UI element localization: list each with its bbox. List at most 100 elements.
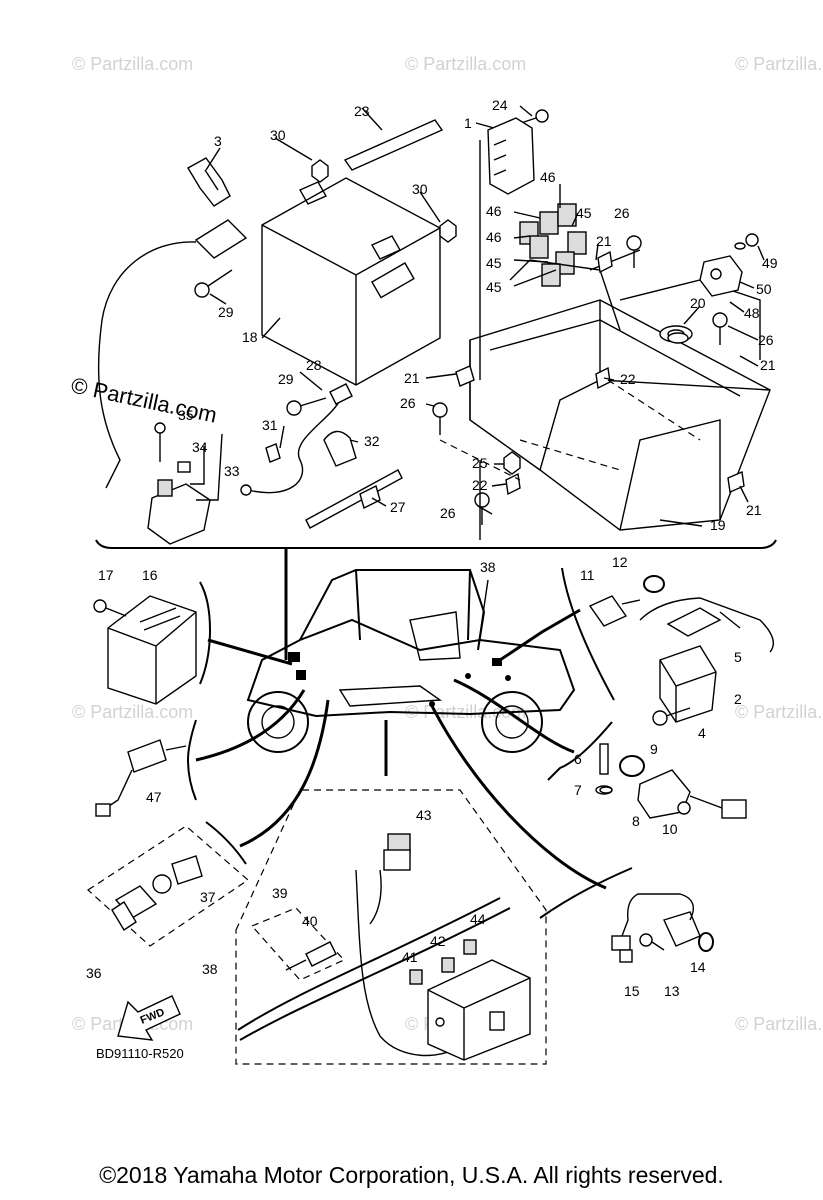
callout-38: 38 — [480, 559, 496, 575]
callout-24: 24 — [492, 97, 508, 113]
callout-leaders — [190, 105, 765, 527]
callout-42: 42 — [430, 933, 446, 949]
watermark: © Partzilla.com — [405, 702, 526, 722]
bracket-part-21b — [597, 250, 613, 274]
copyright-notice: ©2018 Yamaha Motor Corporation, U.S.A. A… — [99, 1162, 724, 1188]
bolt-part-26 — [432, 235, 728, 525]
o-ring-part-14 — [698, 932, 714, 952]
bolt-part-29b — [286, 400, 302, 416]
callout-30: 30 — [270, 127, 286, 143]
cable-tie-part-27 — [305, 469, 403, 529]
sensor-part-8 — [637, 769, 747, 819]
bolt-part-49 — [734, 233, 759, 250]
group-brackets — [186, 567, 633, 919]
switch-part-36 — [111, 885, 158, 931]
relays-part-45-46 — [519, 203, 587, 287]
callout-20: 20 — [690, 295, 706, 311]
watermark: © Partzilla.com — [405, 54, 526, 74]
callout-7: 7 — [574, 782, 582, 798]
callout-21c: 21 — [404, 370, 420, 386]
battery-terminal-cover — [194, 219, 248, 259]
ignition-coil-part-2 — [659, 645, 717, 723]
callout-23: 23 — [354, 103, 370, 119]
callout-41: 41 — [402, 949, 418, 965]
callout-35: 35 — [178, 407, 194, 423]
callout-37: 37 — [200, 889, 216, 905]
callout-22b: 22 — [472, 477, 488, 493]
callout-30b: 30 — [412, 181, 428, 197]
vehicle-illustration — [246, 569, 576, 753]
clip-part-22b — [505, 472, 521, 496]
callout-45: 45 — [576, 205, 592, 221]
connector-part-40 — [285, 941, 337, 971]
callout-45c: 45 — [486, 279, 502, 295]
o-ring-part-12 — [643, 575, 665, 593]
nut-part-37 — [152, 855, 203, 894]
top-group-bracket — [95, 539, 777, 549]
ignition-lead-part-5 — [639, 597, 774, 653]
callout-36: 36 — [86, 965, 102, 981]
callout-21d: 21 — [746, 502, 762, 518]
callout-10: 10 — [662, 821, 678, 837]
callout-38b: 38 — [202, 961, 218, 977]
bolt-part-17 — [93, 599, 127, 617]
callout-14: 14 — [690, 959, 706, 975]
callout-28: 28 — [306, 357, 322, 373]
callout-50: 50 — [756, 281, 772, 297]
harness-group-box — [235, 789, 547, 1065]
fwd-arrow-icon: FWD — [117, 995, 181, 1041]
callout-44: 44 — [470, 911, 486, 927]
grommet-part-20 — [667, 332, 689, 344]
gasket-part-7 — [599, 786, 613, 794]
callout-8: 8 — [632, 813, 640, 829]
callout-26d: 26 — [440, 505, 456, 521]
connector-part-43 — [383, 833, 411, 871]
callout-46: 46 — [540, 169, 556, 185]
bolt-part-10 — [677, 801, 691, 815]
bolt-part-4 — [652, 707, 691, 726]
watermark: © Partzilla.com — [735, 54, 823, 74]
nut-part-30b — [439, 219, 457, 243]
callout-labels: 1 2 3 4 5 6 7 8 9 10 11 12 13 14 15 16 1… — [86, 97, 778, 999]
callout-31: 31 — [262, 417, 278, 433]
battery-part-18 — [261, 177, 441, 386]
nut-part-30 — [311, 159, 329, 183]
callout-43: 43 — [416, 807, 432, 823]
battery-strap-part-23 — [343, 119, 444, 171]
sensor-part-47 — [95, 739, 187, 817]
callout-4: 4 — [698, 725, 706, 741]
callout-29: 29 — [278, 371, 294, 387]
callout-5: 5 — [734, 649, 742, 665]
watermark: © Partzilla.com — [72, 702, 193, 722]
callout-6: 6 — [574, 751, 582, 767]
callout-9: 9 — [650, 741, 658, 757]
callout-32: 32 — [364, 433, 380, 449]
callout-46c: 46 — [486, 229, 502, 245]
bolt-part-15 — [639, 933, 665, 951]
callout-29b: 29 — [218, 304, 234, 320]
reference-lines — [195, 548, 607, 890]
fuse-box-part — [427, 959, 531, 1061]
sensor-part-48 — [699, 255, 743, 297]
callout-3: 3 — [214, 133, 222, 149]
bolt-part-29 — [194, 269, 233, 298]
callout-27: 27 — [390, 499, 406, 515]
battery-box-part-19 — [469, 249, 771, 531]
callout-26b: 26 — [758, 332, 774, 348]
callout-13: 13 — [664, 983, 680, 999]
callout-12: 12 — [612, 554, 628, 570]
nut-part-25 — [503, 451, 521, 475]
group-36-box — [87, 825, 249, 947]
guide-lines — [439, 379, 701, 481]
battery-lead-wire — [97, 241, 197, 489]
callout-49: 49 — [762, 255, 778, 271]
watermark: © Partzilla.com — [735, 702, 823, 722]
speed-sensor-part-13 — [611, 893, 701, 963]
callout-25: 25 — [472, 455, 488, 471]
callout-11: 11 — [580, 567, 595, 583]
callout-34: 34 — [192, 439, 208, 455]
clip-part-3 — [187, 157, 231, 207]
watermark: © Partzilla.com — [735, 1014, 823, 1034]
starter-relay-part-33 — [147, 461, 211, 545]
